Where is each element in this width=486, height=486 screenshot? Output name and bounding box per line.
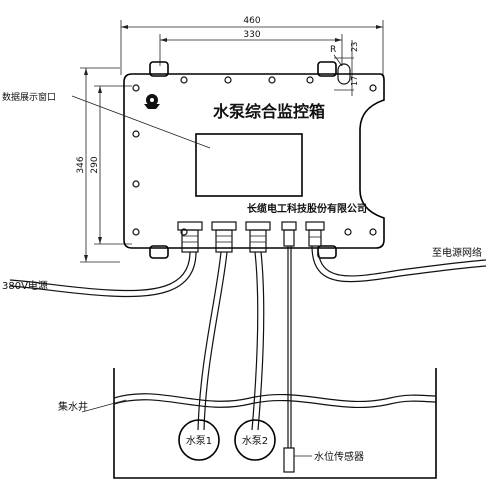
display-window	[195, 133, 303, 197]
display-window-label: 数据展示窗口	[2, 91, 56, 103]
power-380v-label: 380V电源	[2, 279, 48, 292]
inner-width-label: 330	[243, 30, 260, 40]
box-title: 水泵综合监控箱	[213, 102, 325, 121]
radius-label: R	[330, 45, 336, 55]
pump-1: 水泵1	[178, 419, 220, 461]
dimension-inner-height: 290	[90, 85, 132, 245]
pump-2: 水泵2	[234, 419, 276, 461]
slot-width-label: 17	[350, 76, 359, 86]
sump-well	[113, 368, 437, 479]
slot-height-label: 23	[350, 42, 359, 52]
pump-1-label: 水泵1	[186, 435, 212, 447]
company-name: 长缆电工科技股份有限公司	[247, 202, 367, 215]
sump-callout: 集水井	[58, 399, 127, 413]
dimension-inner-width: 330	[159, 30, 343, 66]
screw-holes	[132, 76, 377, 236]
dimension-overall-height: 346	[76, 67, 120, 263]
dimension-overall-width: 460	[120, 16, 384, 75]
gland-2	[211, 221, 237, 253]
gland-5	[305, 221, 325, 247]
power-380v-callout: 380V电源	[2, 279, 48, 292]
to-grid-callout: 至电源网络	[432, 246, 482, 259]
cables	[9, 245, 486, 448]
to-grid-label: 至电源网络	[432, 246, 482, 259]
gland-3	[245, 221, 271, 253]
gland-4	[281, 221, 297, 247]
level-sensor-label: 水位传感器	[314, 450, 364, 463]
company-logo-icon	[144, 94, 160, 109]
level-sensor: 水位传感器	[283, 447, 364, 473]
sump-label: 集水井	[58, 400, 88, 413]
inner-height-label: 290	[90, 156, 100, 173]
display-window-callout: 数据展示窗口	[2, 91, 211, 149]
pump-2-label: 水泵2	[242, 435, 268, 447]
overall-height-label: 346	[76, 156, 86, 173]
mounting-slot-detail: 23 17 R	[330, 40, 359, 96]
overall-width-label: 460	[243, 16, 260, 26]
enclosure: 水泵综合监控箱 长缆电工科技股份有限公司	[123, 61, 385, 259]
